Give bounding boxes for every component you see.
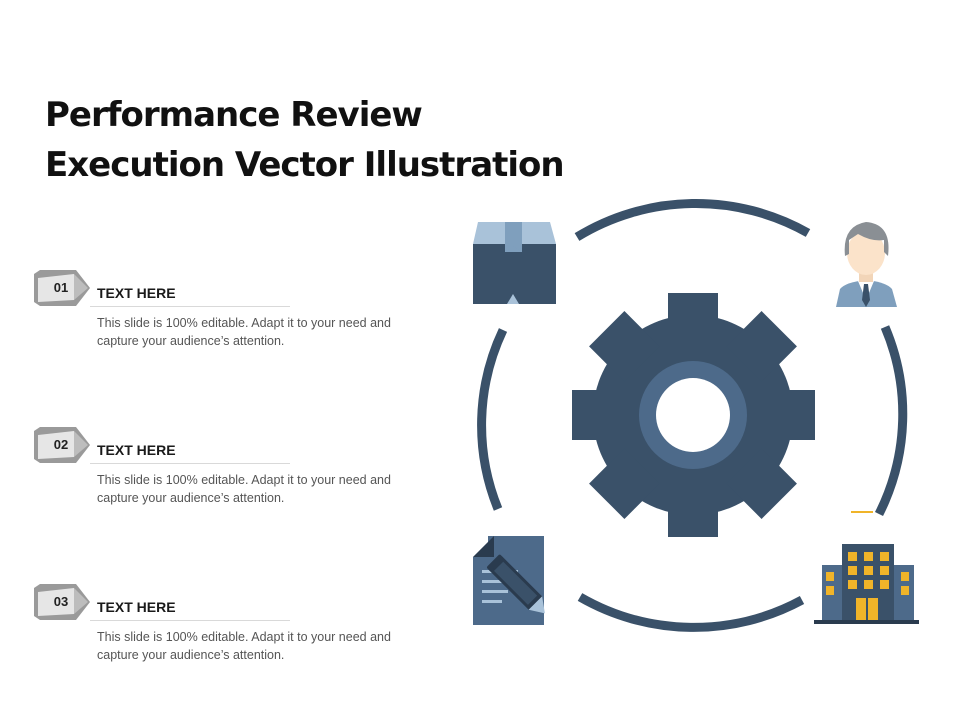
office-building-icon [814,511,919,624]
step-divider [90,463,290,464]
box-icon [473,222,556,304]
number-badge [34,427,90,463]
step-divider [90,306,290,307]
page-title: Performance Review Execution Vector Illu… [45,90,605,190]
cycle-arc-top [574,199,811,241]
step-number: 02 [53,437,69,452]
gear-icon [572,293,815,537]
number-badge [34,584,90,620]
step-description: This slide is 100% editable. Adapt it to… [97,630,391,662]
cycle-arc-left [477,328,508,511]
step-description: This slide is 100% editable. Adapt it to… [97,316,391,348]
step-item-02: 02 TEXT HERE This slide is 100% editable… [34,427,414,537]
document-pen-icon [473,536,545,625]
title-line-1: Performance Review [45,95,423,135]
step-heading: TEXT HERE [97,285,176,301]
step-item-03: 03 TEXT HERE This slide is 100% editable… [34,584,414,694]
number-badge [34,270,90,306]
step-number: 03 [53,594,69,609]
step-heading: TEXT HERE [97,442,176,458]
step-number: 01 [53,280,69,295]
step-divider [90,620,290,621]
cycle-arc-bottom [577,593,805,632]
step-item-01: 01 TEXT HERE This slide is 100% editable… [34,270,414,380]
step-description: This slide is 100% editable. Adapt it to… [97,473,391,505]
step-heading: TEXT HERE [97,599,176,615]
cycle-illustration [473,199,919,632]
businessman-icon [836,222,897,307]
cycle-arc-right [874,325,908,517]
title-line-2: Execution Vector Illustration [45,145,565,185]
